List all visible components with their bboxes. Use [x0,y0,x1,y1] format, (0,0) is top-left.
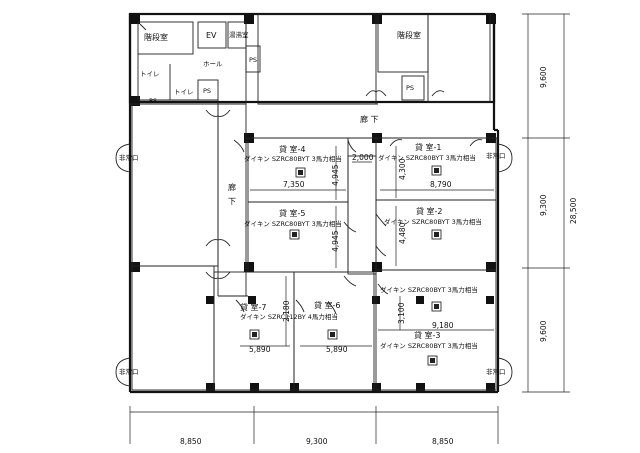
unit-2-ac: ダイキン SZRC80BYT 3馬力相当 [384,217,482,226]
unit-2-name: 貸 室-2 [416,206,443,216]
dim-2180: 2,180 [282,300,291,322]
room-labels: 階段室 EV 湯沸室 ホール トイレ トイレ PS PS PS 階段室 PS 廊… [119,30,506,376]
room-walls [131,103,497,391]
ps-4-label: PS [406,84,414,92]
core-top-right [257,13,491,105]
toilet-1-label: トイレ [140,70,160,78]
corridor-top-label: 廊 下 [360,114,379,124]
dim-5890a: 5,890 [249,345,271,354]
columns [130,14,496,392]
emergency-exit-bl: 非常口 [119,367,139,376]
dim-bottom-left: 8,850 [180,437,202,446]
toilet-2-label: トイレ [174,88,194,96]
ps-3-label: PS [249,56,257,64]
door-swings [205,90,483,315]
dim-right-bot: 9,600 [539,320,548,342]
emergency-balconies [115,143,513,387]
unit-7-ac: ダイキン SZRC112BY 4馬力相当 [240,312,338,321]
elevator-label: EV [206,31,217,40]
ps-1-label: PS [149,97,157,105]
corridor-left-label-2: 下 [228,197,236,206]
unit-1-ac: ダイキン SZRC80BYT 3馬力相当 [378,153,476,162]
dim-4945a: 4,945 [331,164,340,186]
emergency-exit-tr: 非常口 [486,151,506,160]
unit-1-name: 貸 室-1 [415,142,442,152]
stair-left-label: 階段室 [144,32,168,42]
dim-9180: 9,180 [432,321,454,330]
dim-5890b: 5,890 [326,345,348,354]
unit-4-name: 貸 室-4 [279,144,306,154]
outer-walls [128,12,500,394]
dim-4300: 4,300 [398,158,407,180]
dim-8790: 8,790 [430,180,452,189]
dim-4480: 4,480 [398,222,407,244]
dim-bottom-mid: 9,300 [306,437,328,446]
dim-3100: 3,100 [397,302,406,324]
hall-label: ホール [203,60,223,68]
unit-labels: 貸 室-4 ダイキン SZRC80BYT 3馬力相当 貸 室-1 ダイキン SZ… [240,142,482,350]
unit-3-ac: ダイキン SZRC80BYT 3馬力相当 [380,341,478,350]
unit-4-ac: ダイキン SZRC80BYT 3馬力相当 [244,154,342,163]
emergency-exit-br: 非常口 [486,367,506,376]
dim-2000: 2,000 [352,153,374,162]
dim-right-mid: 9,300 [539,194,548,216]
emergency-exit-tl: 非常口 [119,153,139,162]
corridor-left-label-1: 廊 [228,182,236,192]
unit-6-name: 貸 室-6 [314,300,341,310]
unit-5-name: 貸 室-5 [279,208,306,218]
ac-units [249,165,442,366]
extra-ac-label: ダイキン SZRC80BYT 3馬力相当 [380,285,478,294]
unit-5-ac: ダイキン SZRC80BYT 3馬力相当 [244,219,342,228]
interior-dimension-lines [240,146,494,347]
core-top-left [137,21,261,105]
outer-dimension-lines [129,13,570,444]
dim-4945b: 4,945 [331,230,340,252]
ps-2-label: PS [203,87,211,95]
unit-3-name: 貸 室-3 [414,330,441,340]
dimension-labels: 7,350 4,945 2,000 4,300 8,790 4,945 4,48… [180,66,578,446]
stair-right-label: 階段室 [397,30,421,40]
dim-right-top: 9,600 [539,66,548,88]
dim-bottom-right: 8,850 [432,437,454,446]
small-room-label: 湯沸室 [229,30,249,39]
dim-7350: 7,350 [283,180,305,189]
dim-right-total: 28,500 [569,198,578,224]
unit-7-name: 貸 室-7 [240,302,267,312]
